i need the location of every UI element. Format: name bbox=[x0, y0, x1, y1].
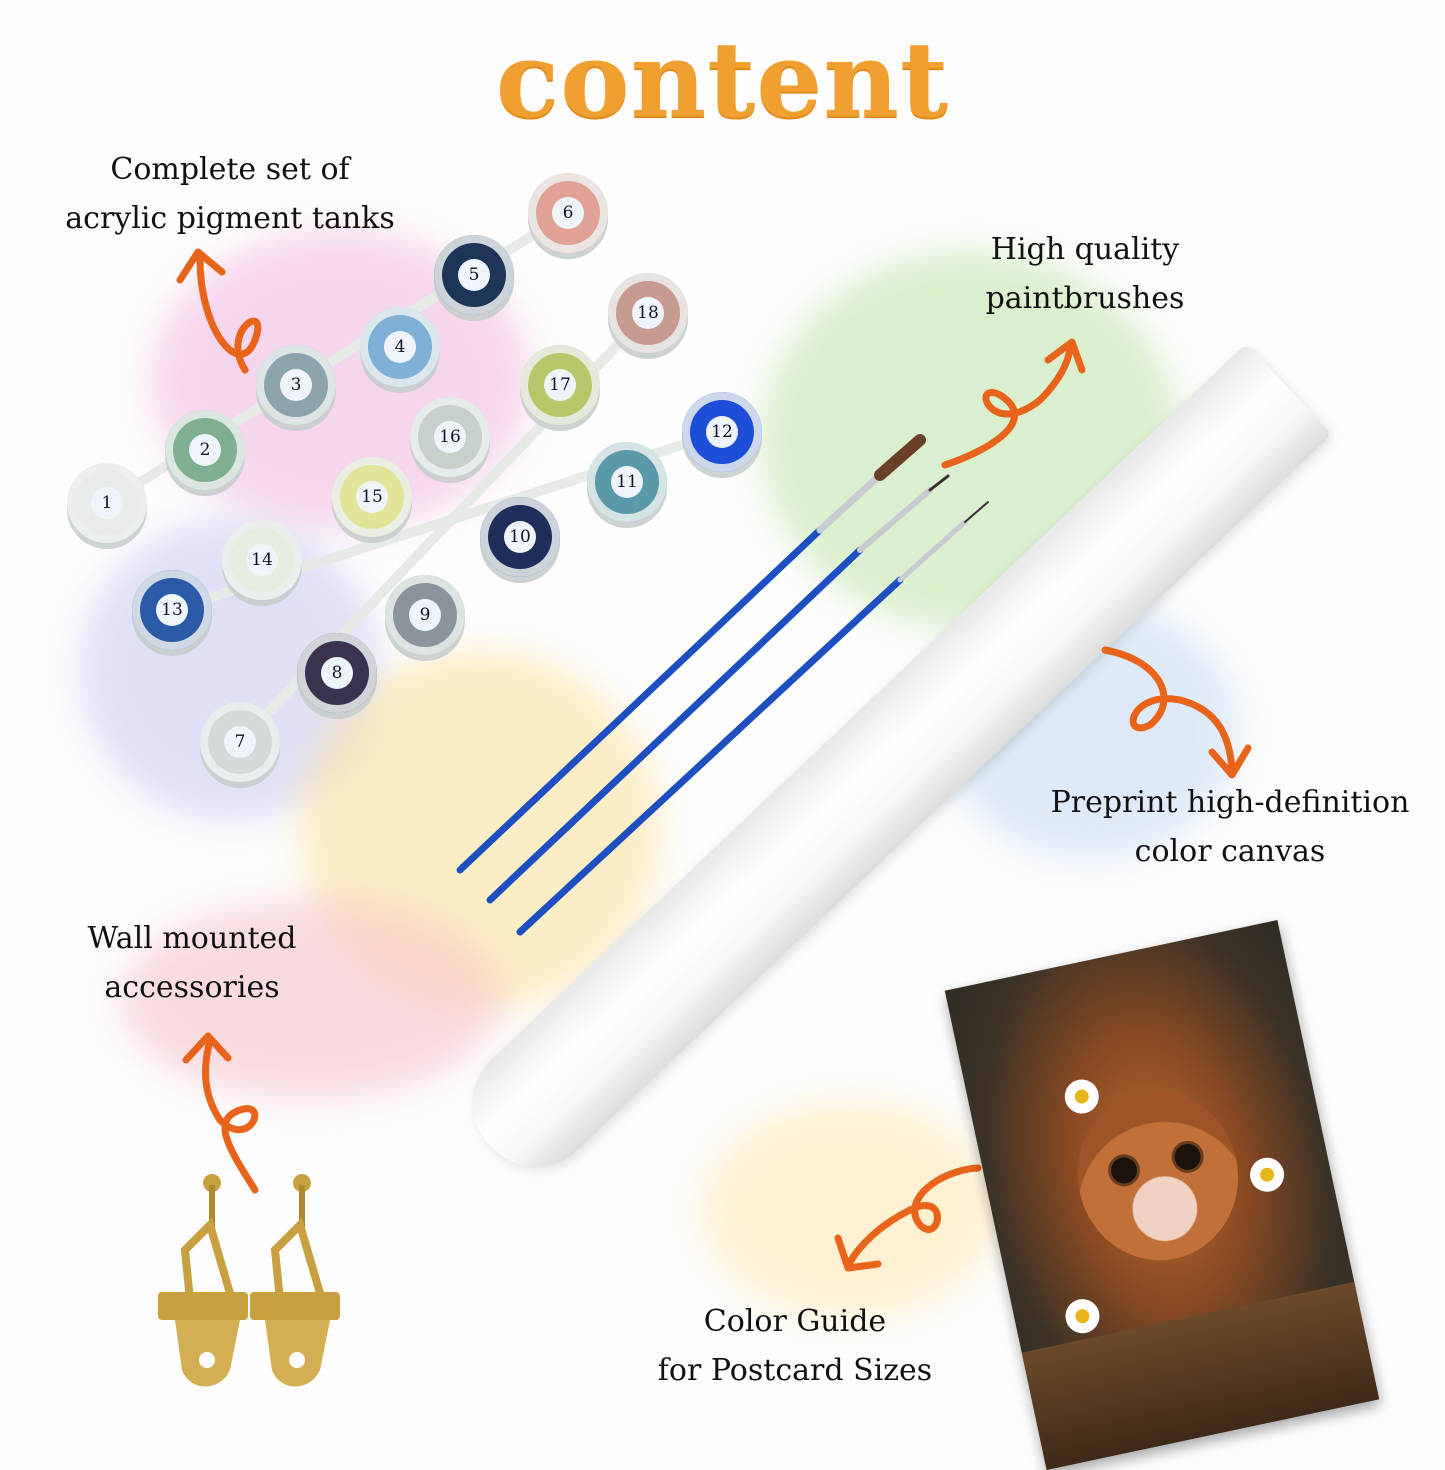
paint-pot-number: 2 bbox=[189, 434, 221, 466]
paintbrush bbox=[456, 526, 824, 874]
brush-ferrule bbox=[857, 487, 933, 553]
paint-pot: 1 bbox=[67, 463, 147, 543]
curly-arrow-icon bbox=[202, 1036, 259, 1194]
paint-pot: 15 bbox=[332, 457, 412, 537]
curly-arrow-icon bbox=[1101, 646, 1236, 774]
page-title: content bbox=[495, 18, 950, 141]
paint-pot: 18 bbox=[608, 273, 688, 353]
label-color-guide: Color Guide for Postcard Sizes bbox=[630, 1297, 960, 1395]
label-line: Wall mounted bbox=[87, 921, 297, 956]
paint-pot-number: 6 bbox=[552, 197, 584, 229]
paint-pot: 16 bbox=[410, 397, 490, 477]
paint-pot: 13 bbox=[132, 570, 212, 650]
label-line: Preprint high-definition bbox=[1050, 785, 1410, 820]
arrow-head-icon bbox=[182, 1032, 232, 1064]
curly-arrow-icon bbox=[846, 1164, 982, 1266]
daisy-icon bbox=[1062, 1296, 1103, 1337]
paint-pot: 14 bbox=[222, 520, 302, 600]
paint-pot: 6 bbox=[528, 173, 608, 253]
label-line: accessories bbox=[104, 970, 280, 1005]
paintbrushes bbox=[456, 434, 989, 936]
paint-pot: 8 bbox=[297, 633, 377, 713]
d-ring-hanger-icon bbox=[250, 1217, 340, 1387]
paint-pot-number: 4 bbox=[384, 331, 416, 363]
daisy-icon bbox=[1246, 1154, 1288, 1195]
eye bbox=[1108, 1154, 1140, 1186]
label-line: acrylic pigment tanks bbox=[65, 201, 395, 236]
paint-pot-number: 10 bbox=[504, 521, 536, 553]
paint-pot-number: 12 bbox=[706, 416, 738, 448]
brush-tip bbox=[928, 474, 950, 492]
paint-pot: 2 bbox=[165, 410, 245, 490]
paint-pot: 4 bbox=[360, 307, 440, 387]
label-line: paintbrushes bbox=[985, 281, 1185, 316]
label-line: High quality bbox=[990, 232, 1180, 267]
label-pigment-tanks: Complete set of acrylic pigment tanks bbox=[50, 145, 410, 243]
paint-pot: 5 bbox=[434, 235, 514, 315]
paint-pot-number: 14 bbox=[246, 544, 278, 576]
paint-pot: 3 bbox=[256, 345, 336, 425]
brush-ferrule bbox=[816, 471, 884, 534]
label-line: Complete set of bbox=[110, 152, 350, 187]
paint-pot: 10 bbox=[480, 497, 560, 577]
paint-splash bbox=[120, 900, 500, 1100]
paint-pot: 17 bbox=[520, 345, 600, 425]
paint-pot: 7 bbox=[200, 702, 280, 782]
paint-pot-number: 13 bbox=[156, 594, 188, 626]
wall-hooks bbox=[158, 1174, 340, 1387]
paint-pot: 12 bbox=[682, 392, 762, 472]
curly-arrow-icon bbox=[196, 256, 262, 374]
label-line: Color Guide bbox=[703, 1304, 887, 1339]
paint-splash bbox=[700, 1100, 1000, 1320]
paint-pot-number: 15 bbox=[356, 481, 388, 513]
arrow-head-icon bbox=[176, 248, 226, 284]
label-line: for Postcard Sizes bbox=[657, 1353, 933, 1388]
paint-pot-number: 3 bbox=[280, 369, 312, 401]
label-paintbrushes: High quality paintbrushes bbox=[960, 225, 1210, 323]
paint-pot-number: 17 bbox=[544, 369, 576, 401]
brush-bristles bbox=[874, 434, 926, 481]
paint-pot-number: 9 bbox=[409, 599, 441, 631]
paint-pot: 9 bbox=[385, 575, 465, 655]
paint-pot-number: 8 bbox=[321, 657, 353, 689]
paint-pot-number: 18 bbox=[632, 297, 664, 329]
daisy-icon bbox=[1061, 1076, 1102, 1117]
paint-pot-number: 1 bbox=[91, 487, 123, 519]
paint-pot-number: 16 bbox=[434, 421, 466, 453]
arrow-head-icon bbox=[834, 1234, 882, 1272]
eye bbox=[1172, 1141, 1204, 1173]
paint-pot-number: 11 bbox=[611, 466, 643, 498]
paintbrush bbox=[486, 546, 864, 904]
arrow-head-icon bbox=[1208, 744, 1252, 779]
label-wall-accessories: Wall mounted accessories bbox=[62, 914, 322, 1012]
paint-pot-number: 5 bbox=[458, 259, 490, 291]
curly-arrow-icon bbox=[941, 341, 1074, 469]
paintbrush bbox=[516, 576, 904, 936]
d-ring-hanger-icon bbox=[158, 1217, 248, 1387]
paint-pot-number: 7 bbox=[224, 726, 256, 758]
paint-pot: 11 bbox=[587, 442, 667, 522]
brush-tip bbox=[964, 501, 989, 523]
brush-ferrule bbox=[897, 519, 968, 583]
label-line: color canvas bbox=[1134, 834, 1326, 869]
label-canvas: Preprint high-definition color canvas bbox=[1025, 778, 1435, 876]
arrow-head-icon bbox=[1044, 338, 1086, 374]
